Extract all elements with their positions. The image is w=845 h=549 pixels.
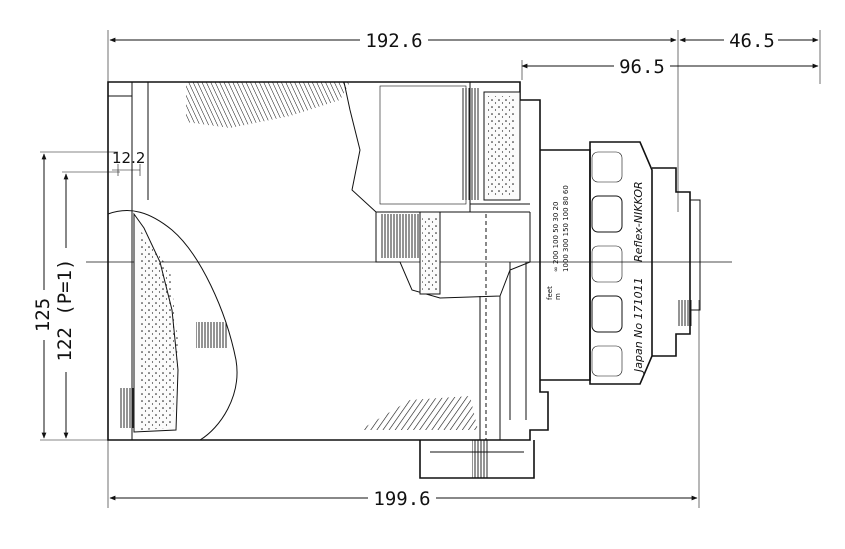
distance-scale-feet-label: feet	[546, 286, 554, 300]
serial-text: Japan No 171011	[632, 277, 645, 374]
dim-rear-length: 46.5	[729, 30, 775, 52]
distance-scale-m: ∞ 200 100 50 30 20	[552, 202, 560, 272]
dim-front-recess: 12.2	[112, 149, 145, 167]
hatched-section	[360, 396, 478, 430]
hatched-section	[186, 82, 350, 128]
dim-max-diameter: 125	[32, 298, 54, 332]
brand-text: Reflex-NIKKOR	[632, 181, 645, 262]
distance-scale-m-label: m	[554, 293, 562, 300]
dim-aperture-diameter: 122 (P=1)	[54, 259, 76, 362]
lens-barrel	[107, 81, 549, 479]
dimension-lines	[40, 30, 821, 508]
focus-ring-assembly	[540, 141, 701, 385]
dim-mount-length: 96.5	[619, 56, 665, 78]
distance-scale-feet: 1000 300 150 100 80 60	[562, 185, 570, 272]
dim-overall-top: 192.6	[365, 30, 422, 52]
barrel-markings: feet m ∞ 200 100 50 30 20 1000 300 150 1…	[546, 181, 645, 374]
dim-overall-bottom: 199.6	[373, 488, 430, 510]
